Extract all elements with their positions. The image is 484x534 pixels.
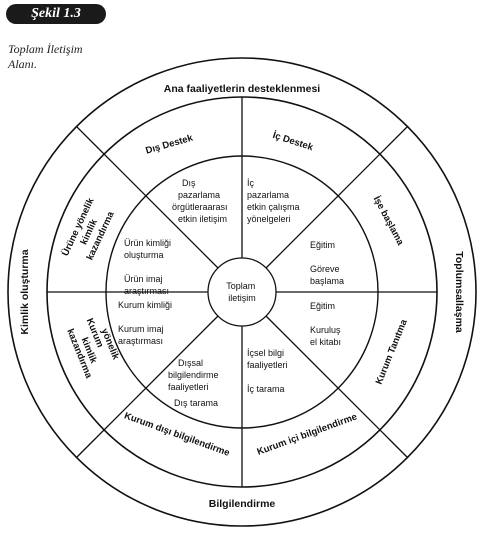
middle-label-left-bottom: Kurum yönelik kimlik kazandırma <box>63 313 124 381</box>
spoke-top-right <box>265 145 389 269</box>
middle-label-top-right: İç Destek <box>271 130 315 154</box>
outer-label-top: Ana faaliyetlerin desteklenmesi <box>164 83 320 95</box>
inner-label-left-bottom: Kurum kimliği Kurum imaj araştırması <box>118 300 175 346</box>
middle-label-top-left: Dış Destek <box>144 132 194 156</box>
outer-spoke-top-left <box>75 125 97 147</box>
center-circle <box>207 257 277 327</box>
figure-number-badge: Şekil 1.3 <box>6 4 106 24</box>
figure-caption: Toplam İletişim Alanı. <box>8 42 128 72</box>
outer-label-right: Toplumsallaşma <box>453 251 465 333</box>
inner-label-right-bottom: Eğitim Kuruluş el kitabı <box>310 301 343 347</box>
spoke-bottom-left <box>95 315 219 439</box>
middle-label-bottom-left: Kurum dışı bilgilendirme <box>123 410 231 458</box>
middle-label-right-bottom: Kurum Tanıtma <box>374 317 410 386</box>
spoke-top-left <box>95 145 219 269</box>
caption-line: Alanı. <box>8 57 37 71</box>
inner-label-bottom-right: İçsel bilgi faaliyetleri İç tarama <box>247 348 290 394</box>
center-label: Toplam iletişim <box>226 281 258 303</box>
caption-line: Toplam İletişim <box>8 42 83 56</box>
outer-ring <box>7 57 477 527</box>
spokes <box>47 97 437 487</box>
inner-label-right-top: Eğitim Göreve başlama <box>310 240 344 286</box>
inner-label-left-top: Ürün kimliği oluşturma Ürün imaj araştır… <box>124 238 174 296</box>
outer-spoke-top-right <box>387 125 409 147</box>
spoke-bottom-right <box>265 315 389 439</box>
outer-label-bottom: Bilgilendirme <box>209 498 276 510</box>
middle-label-right-top: İşe başlama <box>371 194 406 247</box>
inner-label-top-right: İç pazarlama etkin çalışma yönelgeleri <box>247 178 302 224</box>
middle-label-bottom-right: Kurum içi bilgilendirme <box>256 411 359 457</box>
inner-label-top-left: Dış pazarlama örgütleraarası etkin ileti… <box>172 178 230 224</box>
outer-spoke-bottom-right <box>387 437 409 459</box>
outer-spoke-bottom-left <box>75 437 97 459</box>
inner-label-bottom-left: Dışsal bilgilendirme faaliyetleri Dış ta… <box>168 358 221 408</box>
outer-label-left: Kimlik oluşturma <box>19 249 31 334</box>
